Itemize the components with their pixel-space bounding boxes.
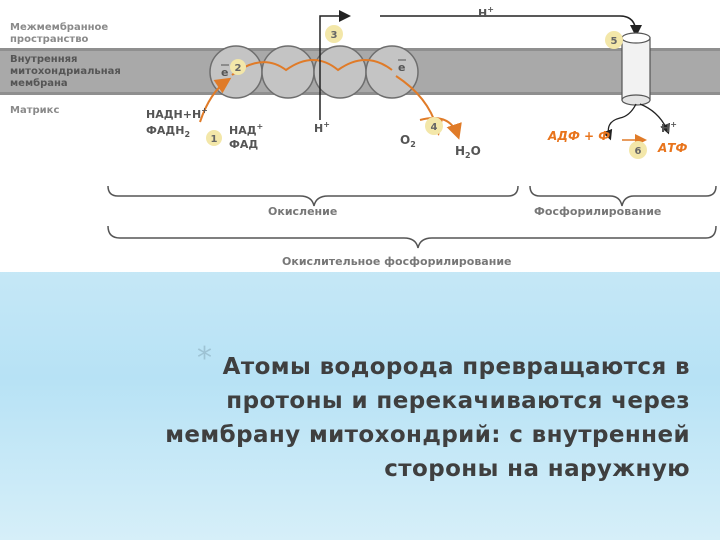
nadh-to-chain-arrow: [199, 77, 232, 123]
body-text: Атомы водорода превращаются в протоны и …: [165, 354, 690, 482]
fad-label: ФАД: [229, 138, 258, 151]
step-2: 2: [230, 59, 246, 75]
svg-text:1: 1: [211, 134, 218, 145]
diagram-panel: Межмембранное пространство Внутренняя ми…: [0, 5, 720, 268]
matrix-label: Матрикс: [10, 105, 59, 116]
oxidation-label: Окисление: [268, 205, 337, 218]
carrier-circle-4: [365, 45, 419, 99]
svg-text:4: 4: [431, 122, 438, 133]
oxidative-phosphorylation-bracket: [107, 225, 717, 249]
oxidative-phosphorylation-label: Окислительное фосфорилирование: [282, 255, 512, 268]
step-6: 6: [629, 141, 647, 159]
electron-path: [231, 59, 393, 76]
oxidative-phosphorylation-diagram: Межмембранное пространство Внутренняя ми…: [0, 5, 720, 268]
electron-label-2: e: [398, 61, 405, 74]
svg-text:2: 2: [235, 63, 242, 74]
atp-label: АТФ: [657, 141, 687, 155]
carrier-circle-3: [313, 45, 367, 99]
phosphorylation-bracket: [529, 185, 717, 207]
oxidation-bracket: [107, 185, 519, 207]
nad-label: НАД+: [229, 122, 263, 137]
svg-text:5: 5: [611, 36, 618, 47]
inner-membrane-label-1: Внутренняя: [10, 54, 77, 65]
water-label: Н2O: [455, 144, 481, 160]
proton-flow-to-synthase-arrow: [380, 15, 642, 37]
electron-label-1: e: [221, 66, 228, 79]
proton-up-arrow: [319, 10, 351, 22]
adp-label: АДФ + Ф: [547, 129, 610, 143]
proton-label-right: Н+: [661, 120, 677, 135]
intermembrane-label-2: пространство: [10, 34, 89, 45]
oxygen-to-water-arrow: [419, 117, 462, 140]
inner-membrane-label-2: митохондриальная: [10, 66, 121, 77]
step-1: 1: [206, 130, 222, 146]
atp-synthase: [621, 37, 651, 101]
proton-label-bottom: Н+: [314, 120, 330, 135]
step-5: 5: [605, 31, 623, 49]
bullet-asterisk: *: [197, 341, 212, 376]
svg-text:6: 6: [635, 146, 642, 157]
nadh-label: НАДН+Н+: [146, 106, 208, 121]
step-3: 3: [325, 25, 343, 43]
synthase-down-arrow-left: [602, 103, 637, 141]
intermembrane-label-1: Межмембранное: [10, 21, 108, 33]
oxygen-label: O2: [400, 133, 416, 149]
synthase-down-arrow-right: [639, 103, 670, 135]
proton-label-top: Н+: [478, 5, 494, 20]
step-4: 4: [425, 117, 443, 135]
phosphorylation-label: Фосфорилирование: [534, 205, 661, 218]
inner-membrane-label-3: мембрана: [10, 77, 68, 89]
svg-text:3: 3: [331, 30, 338, 41]
fadh2-label: ФАДН2: [146, 124, 190, 139]
carrier-circle-2: [261, 45, 315, 99]
